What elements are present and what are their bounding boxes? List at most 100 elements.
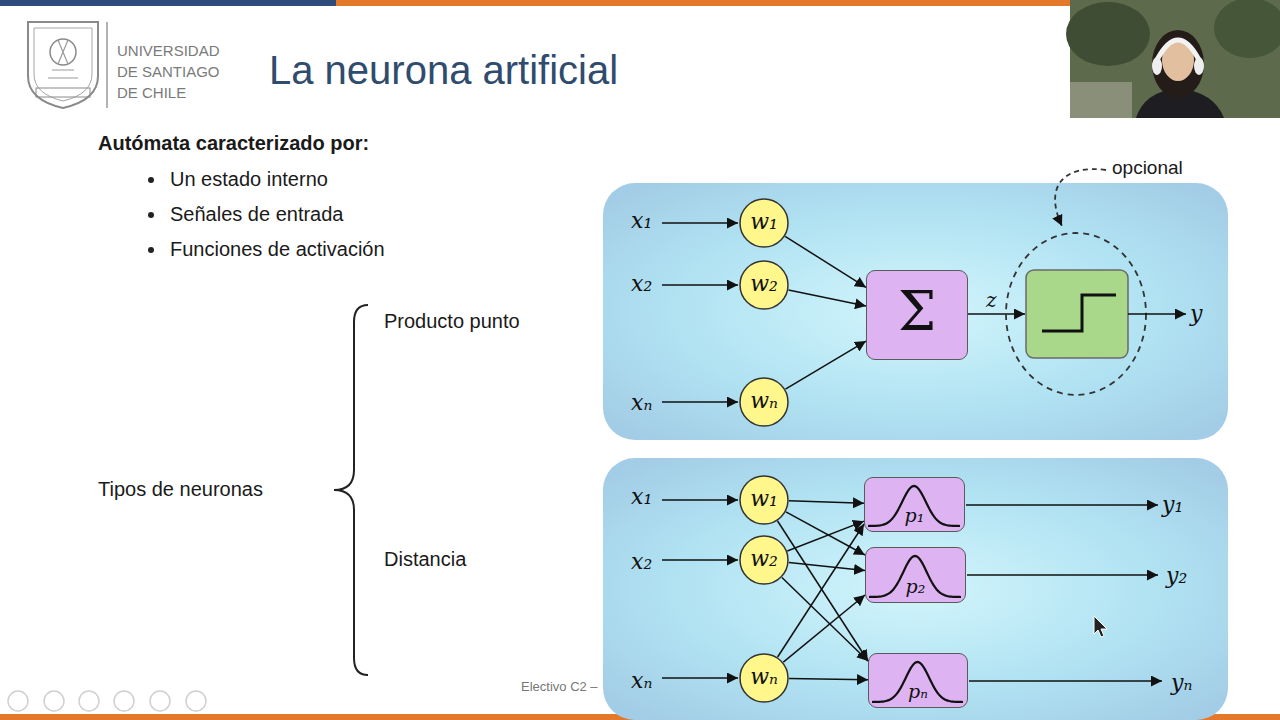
weight-circle-shape: [740, 261, 788, 309]
gaussian-box: p₁: [864, 477, 965, 532]
university-seal: [34, 28, 92, 101]
signal-name: z: [986, 288, 997, 312]
university-seal: [36, 88, 90, 97]
logo-divider: [106, 22, 108, 108]
output-name: y₁: [1162, 492, 1183, 518]
weight-connector: [789, 501, 864, 503]
nav-icon: [8, 691, 28, 711]
section-heading: Autómata caracterizado por:: [98, 131, 369, 155]
weight-circle-shape: [740, 378, 788, 426]
input-arrow: [662, 677, 738, 679]
weight-connector: [788, 290, 866, 306]
activation-box: [1026, 270, 1128, 358]
output-arrow: [1128, 313, 1186, 315]
footer-text: Electivo C2 –: [521, 679, 598, 695]
input-arrow: [662, 499, 738, 501]
weight-label: w₁: [739, 486, 789, 512]
weight-connector: [786, 512, 865, 555]
input-arrow: [662, 401, 738, 403]
nav-icon: [150, 691, 170, 711]
weight-circle-shape: [740, 654, 788, 702]
weight-label: w₁: [739, 209, 789, 235]
gaussian-box: p₂: [865, 547, 966, 603]
webcam-image: [1152, 57, 1162, 75]
weight-circle: w₂: [739, 260, 789, 310]
bullet: [148, 247, 154, 253]
webcam-image: [1157, 40, 1199, 60]
neuron-type: Distancia: [384, 547, 466, 571]
bullet-item: Un estado interno: [170, 167, 328, 191]
top-bar: [336, 0, 1070, 6]
input-arrow: [662, 559, 738, 561]
weight-circle-shape: [740, 476, 788, 524]
output-arrow: [967, 574, 1158, 576]
webcam-image: [1214, 0, 1280, 58]
bullet: [148, 177, 154, 183]
input-name: x₂: [631, 549, 652, 575]
input-name: x₂: [631, 271, 652, 297]
neuron-type: Producto punto: [384, 309, 520, 333]
webcam-image: [1194, 57, 1204, 75]
input-name: x₁: [631, 484, 652, 510]
category-label: Tipos de neuronas: [98, 477, 263, 501]
webcam-image: [1070, 82, 1132, 118]
weight-circle: w₁: [739, 198, 789, 248]
kernel-label: p₂: [866, 575, 965, 598]
university-seal: [28, 22, 98, 108]
neuron-panel: [603, 183, 1228, 440]
weight-circle-shape: [740, 536, 788, 584]
top-bar: [0, 0, 336, 6]
mouse-cursor: [1094, 616, 1107, 637]
weight-circle: wₙ: [739, 653, 789, 703]
output-arrow: [966, 504, 1158, 506]
input-name: x₁: [631, 208, 652, 234]
curly-brace: [334, 305, 368, 675]
nav-icon: [79, 691, 99, 711]
input-arrow: [662, 222, 738, 224]
optional-pointer: [1055, 169, 1106, 226]
nav-icon: [114, 691, 134, 711]
gaussian-box: pₙ: [868, 653, 968, 708]
webcam-image: [1152, 30, 1204, 98]
weight-connector: [789, 678, 868, 679]
weight-label: wₙ: [739, 664, 789, 690]
input-name: xₙ: [631, 390, 652, 416]
sum-symbol: Σ: [867, 280, 967, 345]
kernel-label: pₙ: [869, 680, 967, 703]
weight-circle: w₁: [739, 475, 789, 525]
webcam-image: [1066, 2, 1150, 66]
output-arrow: [969, 680, 1162, 682]
summation-box: Σ: [866, 270, 968, 360]
slide-title: La neurona artificial: [269, 46, 618, 94]
weight-connector: [783, 595, 865, 662]
optional-dashed-circle: [1006, 233, 1146, 395]
weight-connector: [782, 577, 868, 661]
weight-connector: [785, 341, 866, 389]
kernel-label: p₁: [865, 504, 964, 527]
bullet: [148, 212, 154, 218]
output-name: y₂: [1166, 563, 1187, 589]
weight-connector: [778, 521, 868, 661]
output-name: yₙ: [1171, 670, 1192, 696]
nav-icon: [186, 691, 206, 711]
weight-circle: w₂: [739, 535, 789, 585]
step-function: [1042, 295, 1116, 331]
input-arrow: [662, 284, 738, 286]
weight-connector: [785, 236, 866, 287]
weight-label: wₙ: [739, 388, 789, 414]
nav-icon: [44, 691, 64, 711]
input-name: xₙ: [631, 668, 652, 694]
weight-connector: [787, 521, 864, 551]
neuron-panel: [603, 458, 1228, 720]
output-name: y: [1190, 301, 1202, 327]
weight-circle-shape: [740, 199, 788, 247]
weight-connector: [789, 563, 865, 571]
bullet-item: Señales de entrada: [170, 202, 343, 226]
note-label: opcional: [1112, 157, 1183, 180]
weight-circle: wₙ: [739, 377, 789, 427]
university-seal: [48, 40, 78, 78]
bullet-item: Funciones de activación: [170, 237, 385, 261]
